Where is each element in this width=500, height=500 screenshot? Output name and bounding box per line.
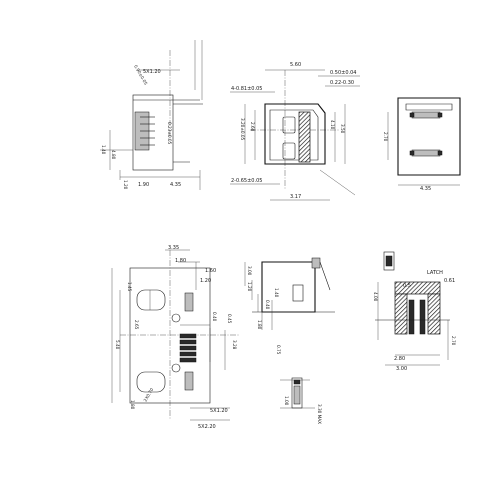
bottom-left-dim-9: 2.65 bbox=[134, 320, 139, 330]
top-left-dim-3: 0.23±0.05 bbox=[167, 122, 172, 144]
bottom-left-dim-7: 0.45 bbox=[227, 314, 232, 324]
latch-label: LATCH bbox=[427, 270, 443, 276]
top-center-dim-9: 4.10 bbox=[330, 120, 335, 130]
bottom-center-dim-1: 3.00 bbox=[247, 266, 252, 276]
top-left-dim-8: 1.20 bbox=[123, 180, 128, 190]
bottom-left-dim-8: 3.28 bbox=[232, 340, 237, 350]
top-left-dim-5: 1.90 bbox=[138, 182, 149, 188]
top-center-dim-3: 0.22-0.30 bbox=[330, 80, 354, 86]
bottom-right-dim-3: 4.00 bbox=[373, 292, 378, 302]
top-left-dim-1: 5X1.20 bbox=[143, 69, 161, 75]
top-center-view: 5.60 0.50±0.04 0.22-0.30 4-0.81±0.05 3.2… bbox=[230, 62, 360, 201]
bottom-right-dim-5: 3.00 bbox=[396, 366, 407, 372]
bottom-left-dim-1: 3.35 bbox=[168, 245, 179, 251]
top-center-dim-7: 2-0.65±0.05 bbox=[231, 178, 262, 184]
bottom-left-dim-11: 2X0.70 bbox=[143, 387, 155, 403]
top-center-dim-6: 2.60 bbox=[250, 122, 255, 132]
bottom-left-view: 3.35 1.80 1.60 1.20 1.45 0.40 0.45 3.28 … bbox=[111, 245, 240, 430]
small-side-view: 0.75 1.00 3.30 MAX bbox=[276, 345, 322, 424]
bottom-left-dim-12: 5X1.20 bbox=[210, 408, 228, 414]
bottom-left-dim-6: 0.40 bbox=[212, 312, 217, 322]
bottom-center-dim-4: 0.40 bbox=[265, 300, 270, 310]
top-right-view: 2.70 4.35 bbox=[383, 97, 461, 192]
small-side-dim-3: 3.30 MAX bbox=[317, 404, 322, 424]
top-left-dim-7: 1.40 bbox=[101, 145, 106, 155]
bottom-right-dim-6: 2.70 bbox=[451, 336, 456, 346]
top-left-view: 5X1.20 0.90±0.05 0.23±0.05 4.80 1.90 4.3… bbox=[100, 40, 203, 190]
small-side-dim-1: 0.75 bbox=[276, 345, 281, 355]
bottom-left-dim-5: 1.45 bbox=[127, 282, 132, 292]
top-right-dim-1: 2.70 bbox=[383, 132, 388, 142]
top-center-dim-10: 3.50 bbox=[340, 124, 345, 134]
bottom-left-dim-4: 1.20 bbox=[200, 278, 211, 284]
bottom-right-dim-4: 2.80 bbox=[394, 356, 405, 362]
top-left-dim-4: 4.80 bbox=[111, 150, 116, 160]
top-center-dim-8: 3.17 bbox=[290, 194, 301, 200]
top-center-dim-5: 3.20±0.05 bbox=[240, 118, 245, 140]
bottom-left-dim-3: 1.60 bbox=[205, 268, 216, 274]
top-center-dim-2: 0.50±0.04 bbox=[330, 70, 356, 76]
top-center-dim-4: 4-0.81±0.05 bbox=[231, 86, 262, 92]
top-center-dim-1: 5.60 bbox=[290, 62, 301, 68]
top-right-dim-2: 4.35 bbox=[420, 186, 431, 192]
bottom-right-dim-1: 0.61 bbox=[444, 278, 455, 284]
bottom-left-dim-10: 5.40 bbox=[115, 340, 120, 350]
bottom-center-dim-5: 1.80 bbox=[257, 320, 262, 330]
bottom-right-dim-2: 0.5 bbox=[403, 283, 411, 289]
bottom-left-dim-13: 5X2.20 bbox=[198, 424, 216, 430]
top-left-dim-6: 4.35 bbox=[170, 182, 181, 188]
bottom-left-dim-2: 1.80 bbox=[175, 258, 186, 264]
bottom-left-dim-14: 1.80 bbox=[130, 400, 135, 410]
bottom-right-view: LATCH 0.61 0.5 4.00 2.80 3.00 2.70 bbox=[373, 251, 456, 372]
small-side-dim-2: 1.00 bbox=[284, 396, 289, 406]
bottom-center-view: 3.00 1.20 1.40 0.40 1.80 bbox=[244, 257, 335, 330]
bottom-center-dim-2: 1.20 bbox=[247, 282, 252, 292]
bottom-center-dim-3: 1.40 bbox=[274, 288, 279, 298]
